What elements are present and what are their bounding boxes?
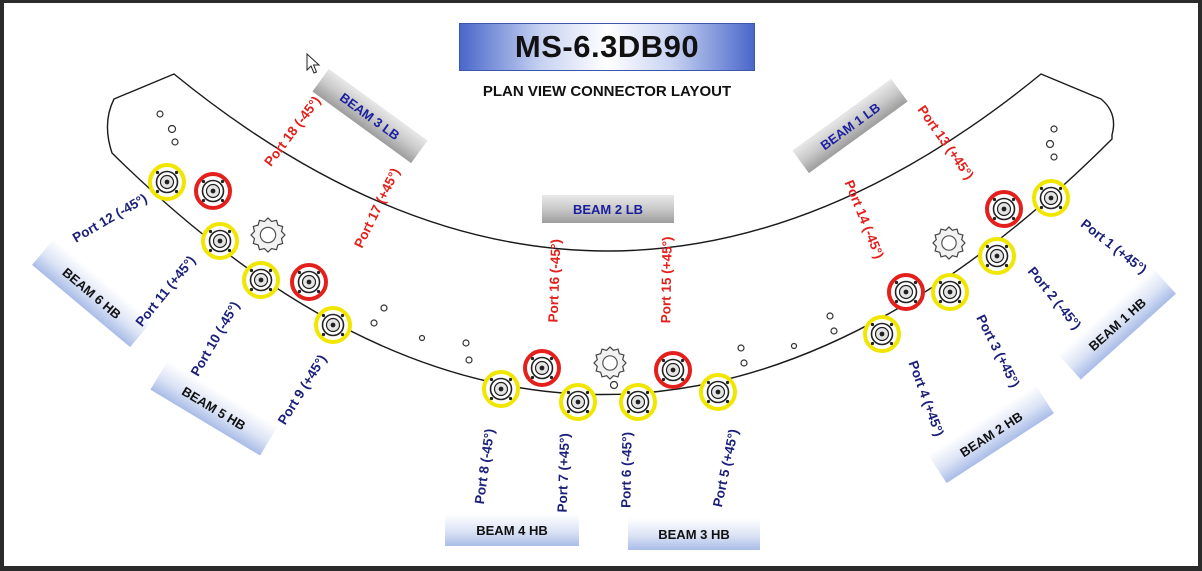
port-label-p1: Port 1 (+45°): [1078, 216, 1150, 277]
screw-hole: [826, 312, 834, 320]
beam-box-bg: [792, 78, 908, 174]
port-label-p4: Port 4 (+45°): [906, 359, 947, 439]
beam-box-bg: [150, 360, 278, 456]
screw-hole: [370, 319, 378, 327]
rf-connector-icon: [290, 263, 328, 301]
beam-box-bg: [628, 518, 760, 550]
beam-label-beam4hb: BEAM 4 HB: [476, 523, 548, 538]
page-subtitle: PLAN VIEW CONNECTOR LAYOUT: [482, 83, 732, 100]
mounting-nut-icon: [250, 217, 286, 253]
screw-hole: [1050, 125, 1058, 133]
screw-hole: [156, 110, 164, 118]
rf-connector-icon: [931, 273, 969, 311]
rf-connector-icon: [523, 349, 561, 387]
rf-connector-icon: [887, 273, 925, 311]
beam-box-bg: [312, 68, 428, 164]
rf-connector-icon: [194, 172, 232, 210]
rf-connector-icon: [314, 306, 352, 344]
beam-box-beam2hb: BEAM 2 HB: [928, 384, 1054, 484]
screw-hole: [380, 304, 388, 312]
rf-connector-icon: [201, 222, 239, 260]
screw-hole: [1045, 139, 1055, 149]
mouse-pointer-icon: [306, 53, 321, 74]
rf-connector-icon: [863, 315, 901, 353]
rf-connector-icon: [699, 373, 737, 411]
screw-hole: [737, 344, 745, 352]
port-label-p2: Port 2 (-45°): [1025, 264, 1084, 332]
port-label-p10: Port 10 (-45°): [188, 299, 243, 379]
rf-connector-icon: [985, 190, 1023, 228]
screw-hole: [171, 138, 179, 146]
port-label-p6: Port 6 (-45°): [618, 432, 634, 508]
connector-layout-diagram: BEAM 3 LB BEAM 1 LB BEAM 2 LB BEAM 6 HB BEAM…: [32, 68, 1176, 550]
beam-box-bg: [1058, 268, 1176, 380]
beam-box-beam3lb: BEAM 3 LB: [312, 68, 428, 164]
screw-hole: [790, 342, 798, 350]
title-box: MS-6.3DB90: [459, 23, 755, 71]
screw-hole: [462, 339, 470, 347]
rf-connector-icon: [619, 383, 657, 421]
screw-hole: [1050, 153, 1058, 161]
beam-box-beam5hb: BEAM 5 HB: [150, 360, 278, 456]
screw-hole: [167, 124, 177, 134]
beam-box-bg: [445, 514, 579, 546]
rf-connector-icon: [148, 163, 186, 201]
screw-hole: [740, 359, 748, 367]
rf-connector-icon: [978, 237, 1016, 275]
port-label-p3: Port 3 (+45°): [973, 312, 1022, 389]
port-label-p11: Port 11 (+45°): [133, 253, 199, 329]
beam-box-beam2lb: BEAM 2 LB: [542, 195, 674, 223]
beam-box-bg: [928, 384, 1054, 484]
beam-label-beam2lb: BEAM 2 LB: [573, 202, 643, 217]
beam-box-bg: [32, 238, 152, 348]
port-label-p5: Port 5 (+45°): [710, 428, 741, 509]
rf-connector-icon: [559, 383, 597, 421]
beam-box-beam1lb: BEAM 1 LB: [792, 78, 908, 174]
port-label-p8: Port 8 (-45°): [472, 428, 497, 505]
beam-label-beam3hb: BEAM 3 HB: [658, 527, 730, 542]
rf-connector-icon: [482, 370, 520, 408]
page-title: MS-6.3DB90: [514, 29, 700, 64]
screw-hole: [830, 327, 838, 335]
screw-hole: [418, 334, 426, 342]
beam-box-beam3hb: BEAM 3 HB: [628, 518, 760, 550]
mounting-nut-icon: [593, 346, 627, 380]
screw-hole: [465, 356, 473, 364]
mounting-nut-icon: [932, 226, 966, 260]
rf-connector-icon: [1032, 179, 1070, 217]
beam-box-beam6hb: BEAM 6 HB: [32, 238, 152, 348]
port-label-p12: Port 12 (-45°): [70, 191, 150, 246]
beam-box-bg: [542, 195, 674, 223]
port-label-p7: Port 7 (+45°): [555, 433, 573, 513]
rf-connector-icon: [242, 261, 280, 299]
port-label-p15: Port 15 (+45°): [658, 236, 675, 323]
screw-hole: [609, 380, 619, 390]
rf-connector-icon: [654, 351, 692, 389]
port-label-p16: Port 16 (-45°): [546, 239, 564, 323]
port-label-p9: Port 9 (+45°): [275, 352, 330, 427]
diagram-canvas: BEAM 3 LB BEAM 1 LB BEAM 2 LB BEAM 6 HB BEAM…: [4, 3, 1198, 566]
beam-box-beam4hb: BEAM 4 HB: [445, 514, 579, 546]
